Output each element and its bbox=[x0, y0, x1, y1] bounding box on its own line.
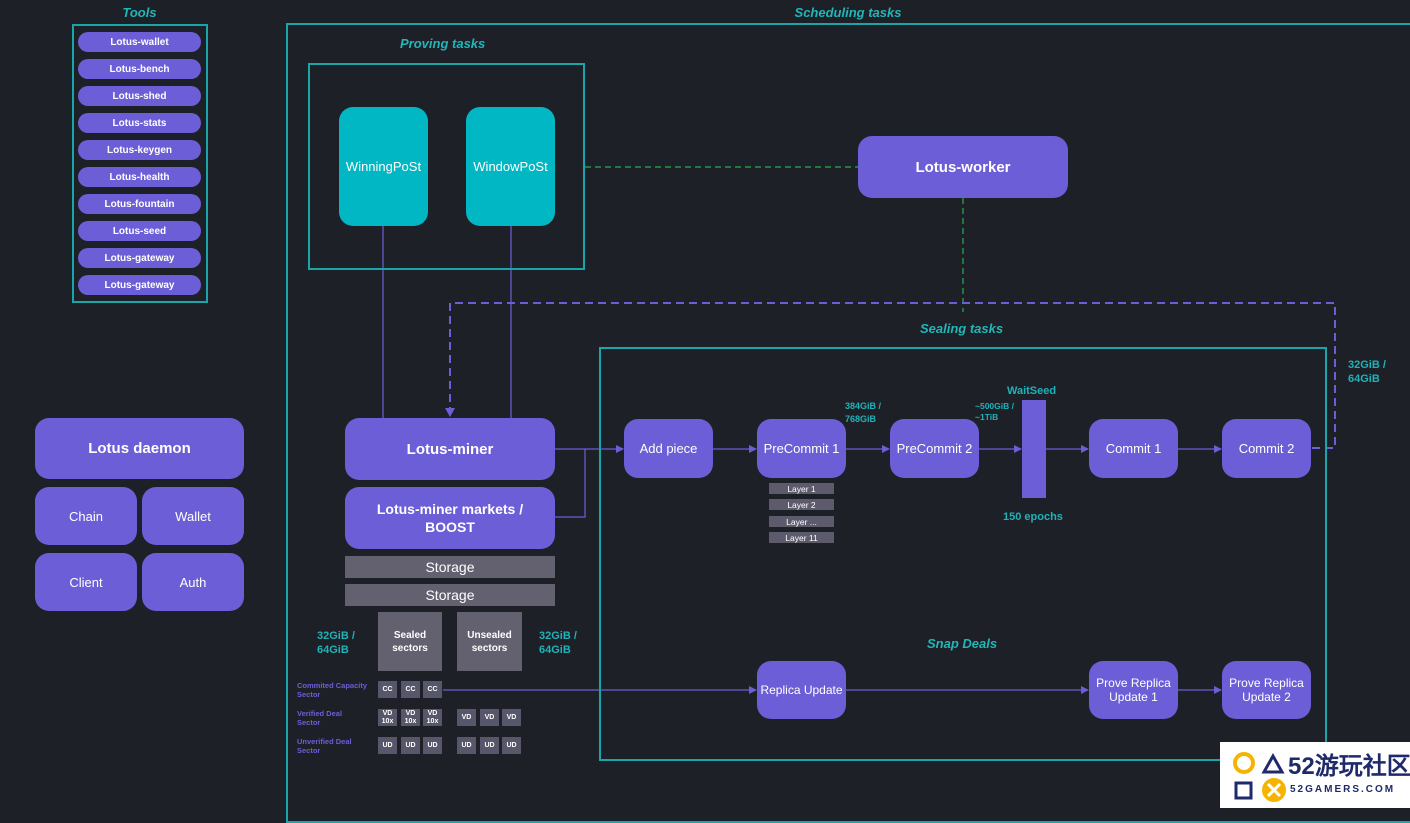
ud-sector: UD bbox=[378, 737, 397, 754]
vd10-sector: VD 10x bbox=[423, 709, 442, 726]
vd-sector: VD bbox=[502, 709, 521, 726]
tool-lotus-health: Lotus-health bbox=[78, 167, 201, 187]
ud-sector: UD bbox=[502, 737, 521, 754]
cc-sector: CC bbox=[401, 681, 420, 698]
vd10-sector: VD 10x bbox=[378, 709, 397, 726]
loop-arrowhead bbox=[445, 408, 455, 417]
pc2-size-label: ~500GiB / ~1TiB bbox=[975, 401, 1014, 422]
sealed-size-label: 32GiB / 64GiB bbox=[317, 630, 355, 656]
tool-lotus-shed: Lotus-shed bbox=[78, 86, 201, 106]
lotus-miner-markets-box: Lotus-miner markets / BOOST bbox=[345, 487, 555, 549]
watermark-brand: 52游玩社区 bbox=[1288, 753, 1410, 780]
precommit2-box: PreCommit 2 bbox=[890, 419, 979, 478]
prove-replica-update-2-box: Prove Replica Update 2 bbox=[1222, 661, 1311, 719]
cc-sector: CC bbox=[423, 681, 442, 698]
ud-sector: UD bbox=[480, 737, 499, 754]
unsealed-sectors-box: Unsealed sectors bbox=[457, 612, 522, 671]
lotus-miner-box: Lotus-miner bbox=[345, 418, 555, 480]
storage-bar-1: Storage bbox=[345, 556, 555, 578]
unsealed-size-label: 32GiB / 64GiB bbox=[539, 630, 577, 656]
snap-deals-title: Snap Deals bbox=[927, 636, 998, 651]
sealing-frame bbox=[599, 347, 1327, 761]
tools-frame bbox=[72, 24, 208, 303]
cc-sector: CC bbox=[378, 681, 397, 698]
replica-update-box: Replica Update bbox=[757, 661, 846, 719]
auth-box: Auth bbox=[142, 553, 244, 611]
layer-item: Layer 11 bbox=[769, 532, 834, 543]
add-piece-box: Add piece bbox=[624, 419, 713, 478]
pc1-size-label: 384GiB / 768GiB bbox=[845, 401, 882, 424]
cc-sector-label: Commited Capacity Sector bbox=[297, 681, 368, 699]
wallet-box: Wallet bbox=[142, 487, 244, 545]
tool-lotus-gateway: Lotus-gateway bbox=[78, 248, 201, 268]
tool-lotus-wallet: Lotus-wallet bbox=[78, 32, 201, 52]
tool-lotus-gateway-2: Lotus-gateway bbox=[78, 275, 201, 295]
winningpost-box: WinningPoSt bbox=[339, 107, 428, 226]
ud-sector: UD bbox=[457, 737, 476, 754]
tool-lotus-bench: Lotus-bench bbox=[78, 59, 201, 79]
sealing-title: Sealing tasks bbox=[920, 321, 1004, 336]
storage-bar-2: Storage bbox=[345, 584, 555, 606]
layer-item: Layer 2 bbox=[769, 499, 834, 510]
ud-sector: UD bbox=[401, 737, 420, 754]
watermark-logo-icon bbox=[1233, 752, 1286, 802]
commit1-box: Commit 1 bbox=[1089, 419, 1178, 478]
precommit1-box: PreCommit 1 bbox=[757, 419, 846, 478]
vd10-sector: VD 10x bbox=[401, 709, 420, 726]
epochs-label: 150 epochs bbox=[1003, 511, 1063, 523]
waitseed-bar bbox=[1022, 400, 1046, 498]
layer-item: Layer 1 bbox=[769, 483, 834, 494]
client-box: Client bbox=[35, 553, 137, 611]
scheduling-title: Scheduling tasks bbox=[794, 5, 902, 20]
tool-lotus-keygen: Lotus-keygen bbox=[78, 140, 201, 160]
lotus-worker-box: Lotus-worker bbox=[858, 136, 1068, 198]
vd-sector: VD bbox=[480, 709, 499, 726]
layer-item: Layer ... bbox=[769, 516, 834, 527]
tool-lotus-stats: Lotus-stats bbox=[78, 113, 201, 133]
sealed-sectors-box: Sealed sectors bbox=[378, 612, 442, 671]
vd-sector: VD bbox=[457, 709, 476, 726]
dashed-loop-line bbox=[449, 302, 1336, 449]
chain-box: Chain bbox=[35, 487, 137, 545]
commit-size-label: 32GiB / 64GiB bbox=[1348, 359, 1386, 385]
proving-frame bbox=[308, 63, 585, 270]
tool-lotus-fountain: Lotus-fountain bbox=[78, 194, 201, 214]
tool-lotus-seed: Lotus-seed bbox=[78, 221, 201, 241]
proving-title: Proving tasks bbox=[400, 36, 486, 51]
ud-sector: UD bbox=[423, 737, 442, 754]
vd-sector-label: Verified Deal Sector bbox=[297, 709, 343, 727]
tools-title: Tools bbox=[122, 5, 157, 20]
watermark-panel: 52游玩社区 52GAMERS.COM bbox=[1220, 742, 1410, 808]
markets-addpiece-line bbox=[555, 449, 586, 518]
watermark-site: 52GAMERS.COM bbox=[1290, 784, 1396, 795]
lotus-daemon-box: Lotus daemon bbox=[35, 418, 244, 479]
prove-replica-update-1-box: Prove Replica Update 1 bbox=[1089, 661, 1178, 719]
waitseed-label: WaitSeed bbox=[1007, 385, 1057, 397]
commit2-box: Commit 2 bbox=[1222, 419, 1311, 478]
windowpost-box: WindowPoSt bbox=[466, 107, 555, 226]
ud-sector-label: Unverified Deal Sector bbox=[297, 737, 352, 755]
